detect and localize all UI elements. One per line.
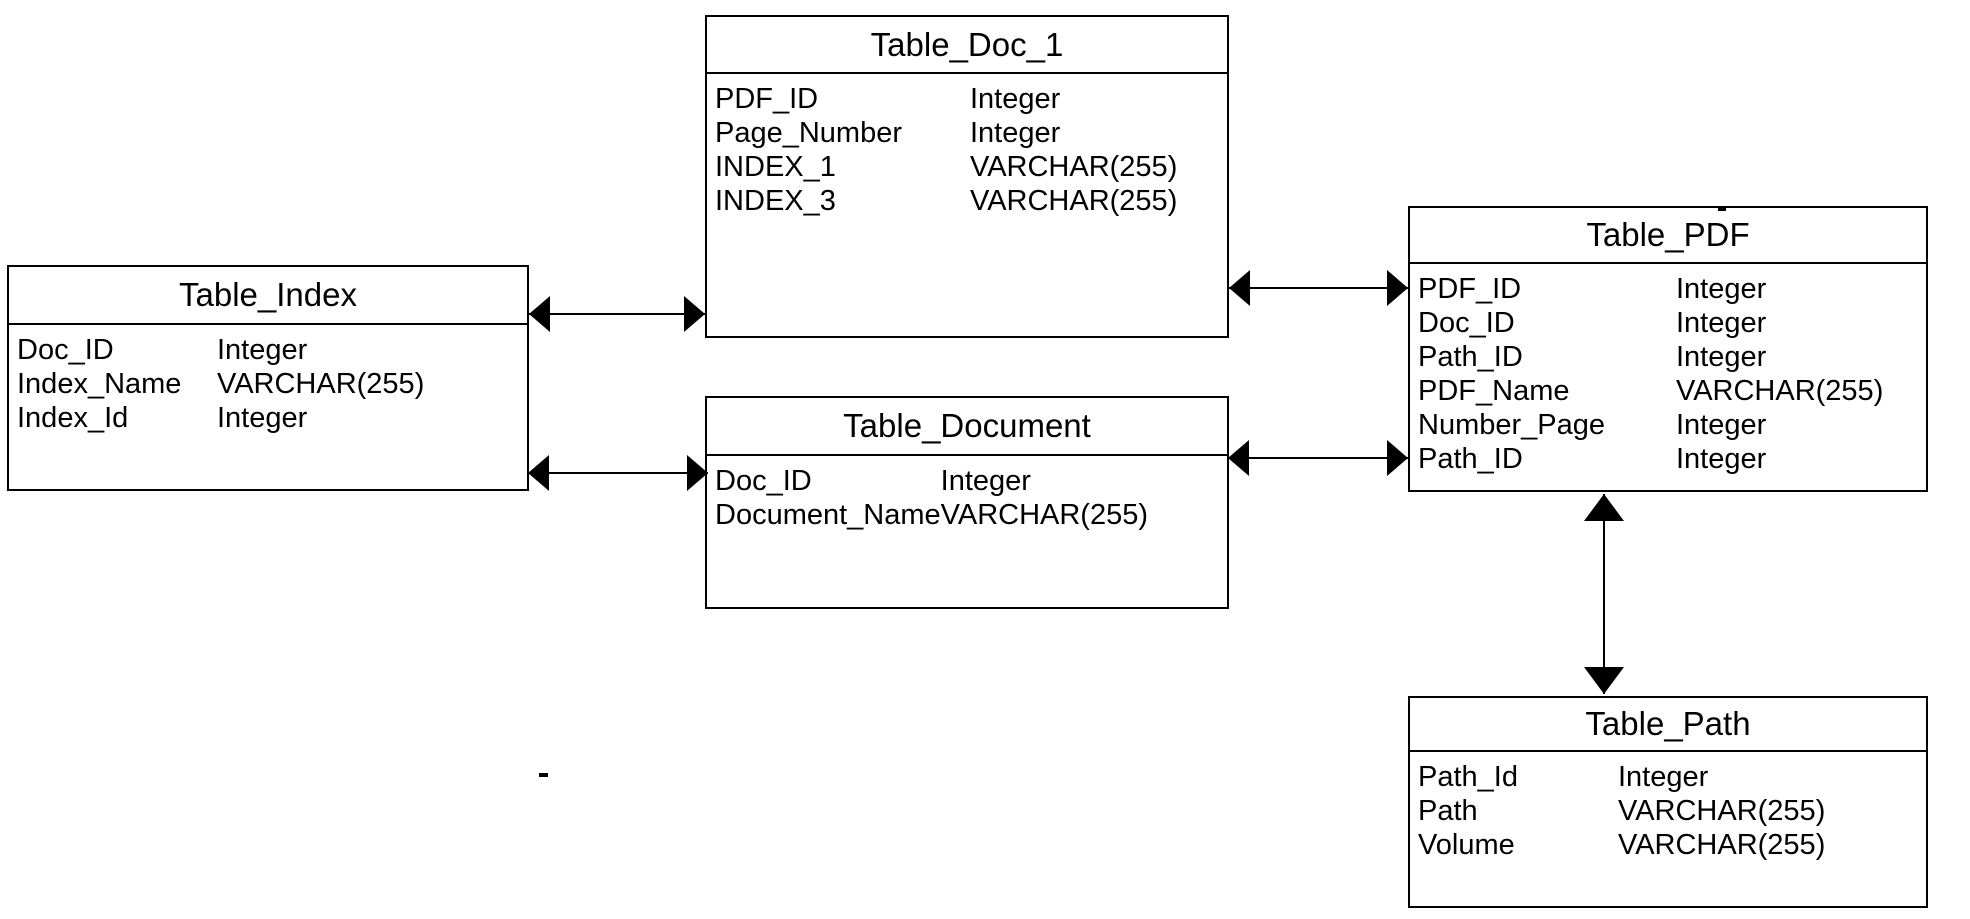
field-row: PDF_Name VARCHAR(255) [1418, 374, 1883, 408]
arrowhead-left-icon [1229, 270, 1250, 306]
field-type: Integer [1676, 443, 1767, 475]
entity-title: Table_Index [9, 267, 527, 325]
arrowhead-right-icon [684, 296, 705, 332]
field-type: Integer [1676, 409, 1767, 441]
arrowhead-right-icon [687, 455, 708, 491]
field-row: Doc_ID Integer [715, 464, 1148, 498]
relationship-line [1228, 457, 1408, 459]
field-type: Integer [217, 334, 308, 366]
field-type: Integer [1618, 761, 1709, 793]
field-type: VARCHAR(255) [1618, 829, 1826, 861]
relationship-index-doc1[interactable] [529, 296, 705, 332]
entity-title: Table_PDF [1410, 208, 1926, 264]
field-type: Integer [217, 402, 308, 434]
entity-title: Table_Path [1410, 698, 1926, 752]
arrowhead-up-icon [1584, 494, 1624, 521]
entity-table-index[interactable]: Table_Index Doc_ID Integer Index_Name VA… [7, 265, 529, 491]
entity-title: Table_Document [707, 398, 1227, 456]
field-type: Integer [940, 465, 1031, 497]
field-type: Integer [970, 83, 1061, 115]
field-name: Index_Id [17, 402, 129, 434]
entity-field-list: Path_Id Integer Path VARCHAR(255) Volume… [1418, 760, 1825, 862]
field-type: Integer [970, 117, 1061, 149]
field-name: Doc_ID [715, 465, 812, 497]
entity-table-doc-1[interactable]: Table_Doc_1 PDF_ID Integer Page_Number I… [705, 15, 1229, 338]
field-row: Number_Page Integer [1418, 408, 1883, 442]
arrowhead-right-icon [1387, 270, 1408, 306]
field-type: VARCHAR(255) [217, 368, 425, 400]
field-type: VARCHAR(255) [970, 151, 1178, 183]
entity-table-document[interactable]: Table_Document Doc_ID Integer Document_N… [705, 396, 1229, 609]
field-row: PDF_ID Integer [1418, 272, 1883, 306]
arrowhead-right-icon [1387, 440, 1408, 476]
relationship-line [529, 313, 705, 315]
field-name: Doc_ID [17, 334, 114, 366]
field-name: INDEX_1 [715, 151, 836, 183]
field-name: INDEX_3 [715, 185, 836, 217]
field-name: Number_Page [1418, 409, 1605, 441]
entity-field-list: Doc_ID Integer Index_Name VARCHAR(255) I… [17, 333, 424, 435]
field-name: Path_Id [1418, 761, 1518, 793]
field-row: Volume VARCHAR(255) [1418, 828, 1825, 862]
entity-table-pdf[interactable]: Table_PDF PDF_ID Integer Doc_ID Integer … [1408, 206, 1928, 492]
entity-title: Table_Doc_1 [707, 17, 1227, 74]
relationship-index-document[interactable] [528, 455, 708, 491]
field-row: PDF_ID Integer [715, 82, 1177, 116]
field-type: VARCHAR(255) [1676, 375, 1884, 407]
field-name: Index_Name [17, 368, 182, 400]
arrowhead-left-icon [529, 296, 550, 332]
field-name: Doc_ID [1418, 307, 1515, 339]
field-row: Doc_ID Integer [17, 333, 424, 367]
field-row: INDEX_3 VARCHAR(255) [715, 184, 1177, 218]
entity-table-path[interactable]: Table_Path Path_Id Integer Path VARCHAR(… [1408, 696, 1928, 908]
field-name: Path [1418, 795, 1478, 827]
field-type: Integer [1676, 273, 1767, 305]
field-name: PDF_ID [715, 83, 819, 115]
arrowhead-down-icon [1584, 667, 1624, 694]
field-row: INDEX_1 VARCHAR(255) [715, 150, 1177, 184]
stray-mark [1718, 208, 1726, 211]
field-row: Index_Name VARCHAR(255) [17, 367, 424, 401]
relationship-document-pdf[interactable] [1228, 440, 1408, 476]
field-type: VARCHAR(255) [970, 185, 1178, 217]
entity-field-list: PDF_ID Integer Doc_ID Integer Path_ID In… [1418, 272, 1883, 476]
field-name: Document_Name [715, 499, 941, 531]
field-row: Page_Number Integer [715, 116, 1177, 150]
field-row: Path VARCHAR(255) [1418, 794, 1825, 828]
field-row: Path_Id Integer [1418, 760, 1825, 794]
field-name: PDF_ID [1418, 273, 1522, 305]
relationship-pdf-path[interactable] [1584, 494, 1624, 694]
entity-field-list: PDF_ID Integer Page_Number Integer INDEX… [715, 82, 1177, 218]
field-row: Path_ID Integer [1418, 442, 1883, 476]
arrowhead-left-icon [1228, 440, 1249, 476]
field-row: Doc_ID Integer [1418, 306, 1883, 340]
field-type: Integer [1676, 341, 1767, 373]
field-row: Index_Id Integer [17, 401, 424, 435]
stray-mark [539, 773, 548, 777]
field-type: VARCHAR(255) [940, 499, 1149, 531]
relationship-line [1229, 287, 1408, 289]
entity-field-list: Doc_ID Integer Document_Name VARCHAR(255… [715, 464, 1148, 532]
field-name: Page_Number [715, 117, 902, 149]
field-row: Document_Name VARCHAR(255) [715, 498, 1148, 532]
field-name: Volume [1418, 829, 1515, 861]
relationship-doc1-pdf[interactable] [1229, 270, 1408, 306]
relationship-line [1603, 494, 1605, 694]
relationship-line [528, 472, 708, 474]
field-name: Path_ID [1418, 443, 1523, 475]
arrowhead-left-icon [528, 455, 549, 491]
field-name: Path_ID [1418, 341, 1523, 373]
field-type: VARCHAR(255) [1618, 795, 1826, 827]
field-name: PDF_Name [1418, 375, 1570, 407]
field-row: Path_ID Integer [1418, 340, 1883, 374]
field-type: Integer [1676, 307, 1767, 339]
